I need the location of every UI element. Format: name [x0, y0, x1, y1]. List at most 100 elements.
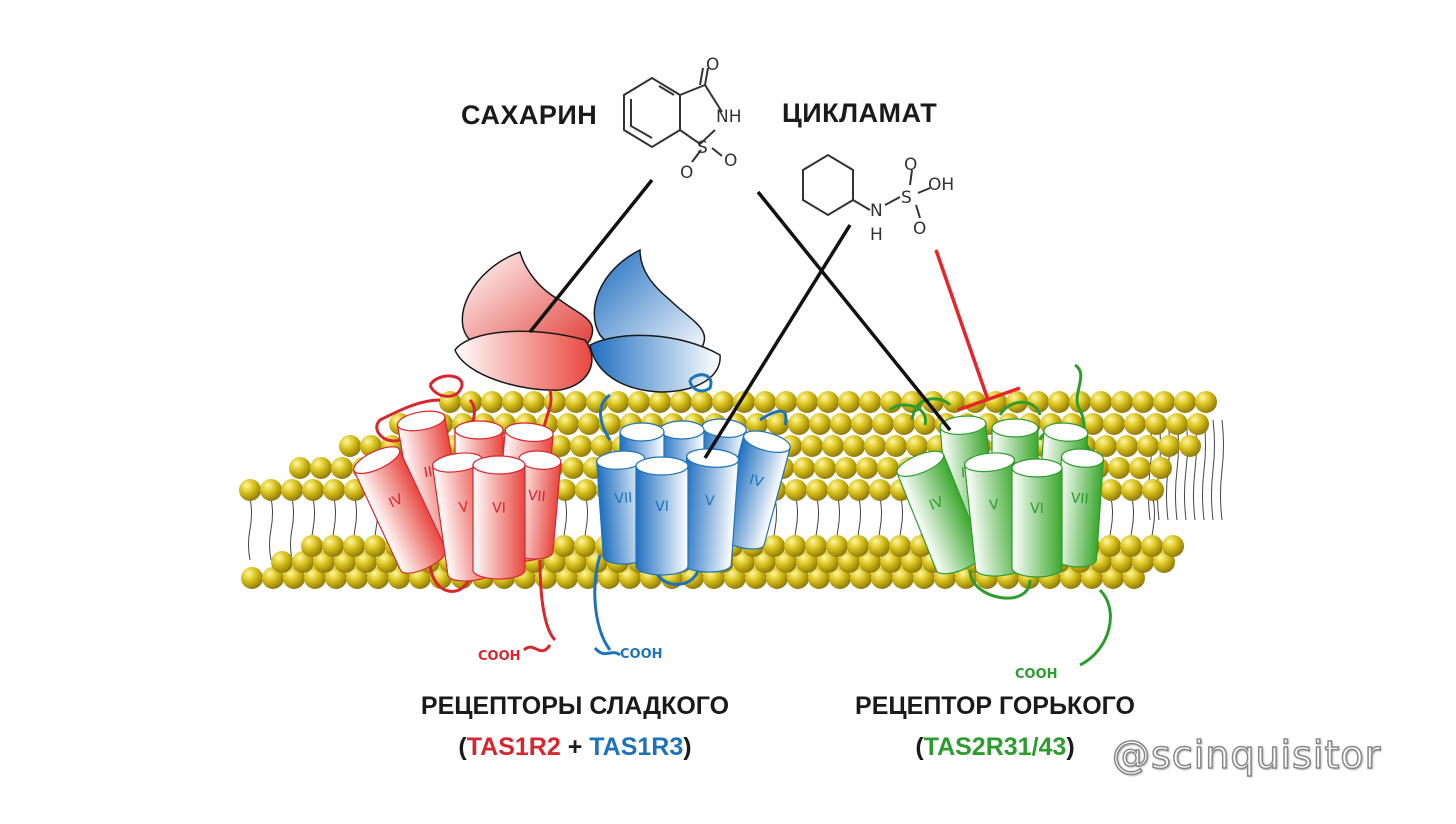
- saccharin-label: САХАРИН: [461, 100, 598, 130]
- lipid-tail: [1202, 419, 1206, 521]
- lipid-head: [281, 479, 303, 501]
- cyclamate-atom-s: S: [901, 188, 912, 208]
- lipid-head: [1195, 391, 1217, 413]
- lipid-head: [859, 551, 881, 573]
- lipid-head: [868, 535, 890, 557]
- lipid-head: [1187, 413, 1209, 435]
- lipid-head: [922, 391, 944, 413]
- cyclamate-atom-n: N: [870, 201, 883, 221]
- lipid-head: [892, 567, 914, 589]
- lipid-head: [523, 391, 545, 413]
- lipid-head: [806, 479, 828, 501]
- blue-helix-cylinder: IV: [717, 430, 791, 550]
- lipid-head: [787, 567, 809, 589]
- cyclamate-to-tas1r3-line: [703, 224, 852, 459]
- lipid-head: [913, 567, 935, 589]
- red-helix-cylinder: VI: [472, 455, 526, 580]
- tas1r3-cooh-label: COOH: [620, 647, 663, 662]
- tas1r2-c-terminus: [522, 644, 552, 653]
- tas1r3-c-terminus: [593, 646, 621, 657]
- lipid-tail: [1193, 419, 1197, 521]
- lipid-head: [733, 391, 755, 413]
- lipid-head: [649, 391, 671, 413]
- paren-open: (: [915, 733, 924, 761]
- saccharin-to-tas2r-line: [756, 190, 952, 432]
- lipid-head: [1120, 535, 1142, 557]
- lipid-head: [331, 457, 353, 479]
- lipid-head: [745, 567, 767, 589]
- lipid-head: [877, 457, 899, 479]
- lipid-head: [1111, 391, 1133, 413]
- lipid-head: [864, 435, 886, 457]
- sweet-receptors-genes: (TAS1R2 + TAS1R3): [370, 733, 780, 762]
- lipid-head: [784, 535, 806, 557]
- lipid-head: [1081, 567, 1103, 589]
- lipid-head: [1142, 479, 1164, 501]
- lipid-head: [712, 391, 734, 413]
- blue-helix-label: V: [704, 493, 715, 510]
- saccharin-atom-o-carbonyl: O: [706, 55, 719, 75]
- lipid-head: [1099, 535, 1121, 557]
- lipid-head: [364, 535, 386, 557]
- lipid-head: [577, 567, 599, 589]
- lipid-head: [847, 535, 869, 557]
- lipid-head: [822, 435, 844, 457]
- lipid-head: [1103, 413, 1125, 435]
- lipid-head: [885, 435, 907, 457]
- lipid-head: [1153, 551, 1175, 573]
- lipid-head: [801, 435, 823, 457]
- saccharin-atom-nh: NH: [716, 107, 742, 127]
- lipid-head: [796, 551, 818, 573]
- lipid-head: [1162, 535, 1184, 557]
- lipid-head: [598, 567, 620, 589]
- cyclamate-atom-o-bottom: O: [913, 219, 926, 239]
- lipid-head: [1090, 391, 1112, 413]
- lipid-head: [260, 479, 282, 501]
- blue-helix-cylinder: VI: [635, 456, 689, 576]
- lipid-tail: [290, 497, 294, 561]
- lipid-head: [502, 391, 524, 413]
- lipid-tail: [1184, 419, 1188, 521]
- lipid-head: [872, 413, 894, 435]
- lipid-head: [557, 413, 579, 435]
- lipid-head: [1141, 535, 1163, 557]
- lipid-head: [262, 567, 284, 589]
- lipid-head: [289, 457, 311, 479]
- lipid-head: [848, 479, 870, 501]
- lipid-head: [1132, 551, 1154, 573]
- lipid-head: [556, 567, 578, 589]
- lipid-head: [570, 435, 592, 457]
- lipid-head: [1111, 551, 1133, 573]
- transmembrane-helices: IIIIIIIIIIIIIVIVVVIIVIIVIIIVVVVIVIVI: [353, 410, 1105, 582]
- lipid-head: [619, 567, 641, 589]
- lipid-head: [856, 457, 878, 479]
- lipid-head: [313, 551, 335, 573]
- lipid-head: [906, 435, 928, 457]
- lipid-head: [827, 479, 849, 501]
- bitter-receptor-title: РЕЦЕПТОР ГОРЬКОГО: [855, 692, 1135, 720]
- lipid-head: [575, 479, 597, 501]
- lipid-head: [880, 551, 902, 573]
- lipid-head: [691, 391, 713, 413]
- plus-sign: +: [560, 733, 590, 761]
- lipid-head: [850, 567, 872, 589]
- sweet-receptors-title: РЕЦЕПТОРЫ СЛАДКОГО: [420, 692, 730, 720]
- lipid-head: [578, 413, 600, 435]
- lipid-head: [346, 567, 368, 589]
- saccharin-to-tas1r2-line: [528, 178, 654, 334]
- lipid-head: [943, 391, 965, 413]
- green-helix-cylinder: VII: [1053, 448, 1105, 568]
- lipid-head: [1153, 391, 1175, 413]
- lipid-head: [1100, 479, 1122, 501]
- lipid-head: [1166, 413, 1188, 435]
- lipid-head: [334, 551, 356, 573]
- lipid-head: [1095, 435, 1117, 457]
- paren-open: (: [458, 733, 467, 761]
- cyclamate-atom-oh: OH: [928, 175, 954, 195]
- lipid-head: [785, 479, 807, 501]
- lipid-head: [775, 551, 797, 573]
- lipid-head: [829, 567, 851, 589]
- lipid-head: [554, 479, 576, 501]
- tas1r2-cooh-label: COOH: [478, 649, 521, 664]
